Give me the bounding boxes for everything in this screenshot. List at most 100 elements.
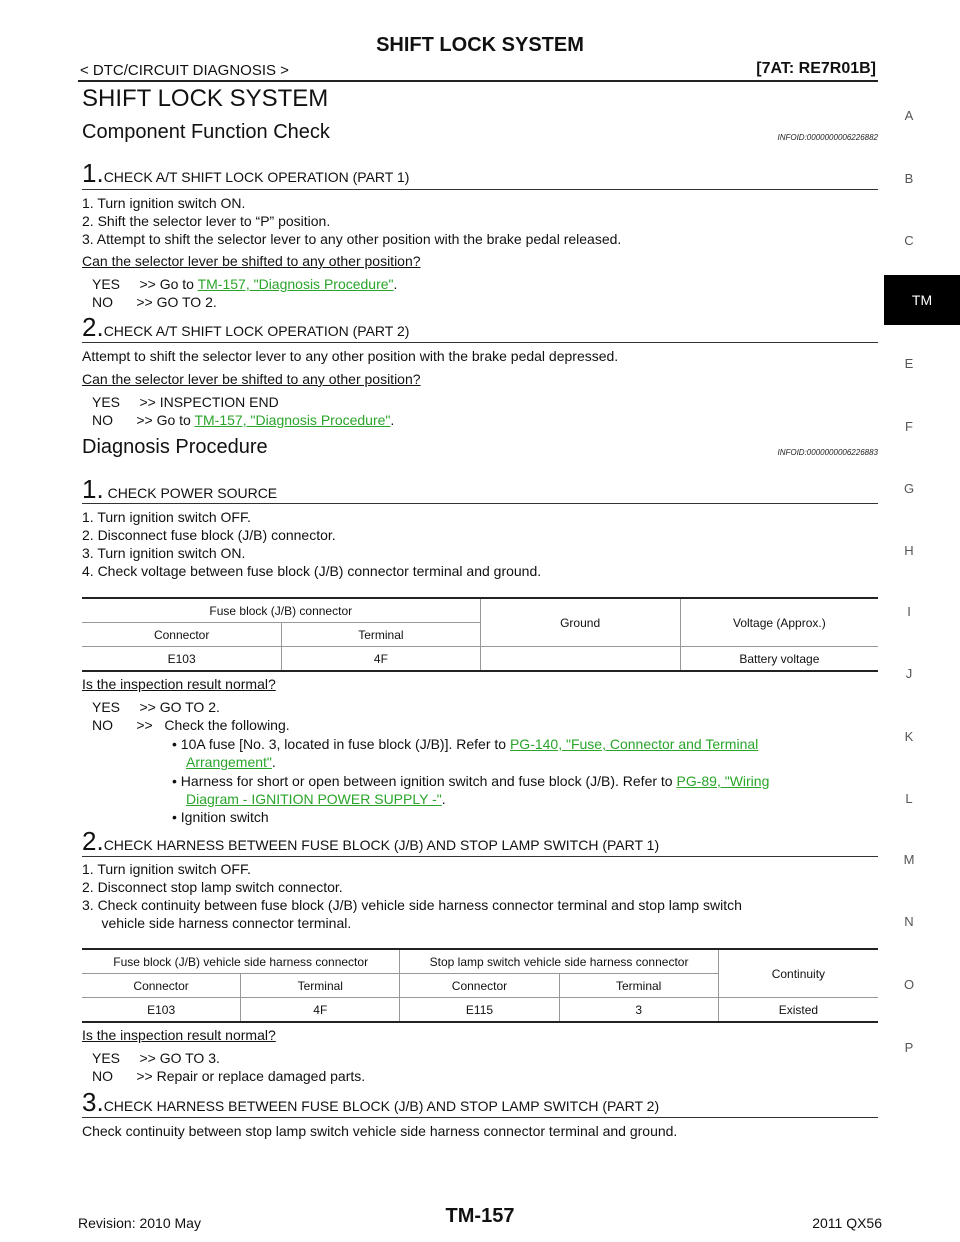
- dp-step1-bullet-1: • 10A fuse [No. 3, located in fuse block…: [172, 735, 878, 753]
- dp-step2-item-2: 2. Disconnect stop lamp switch connector…: [82, 879, 343, 895]
- side-tab-k[interactable]: K: [904, 729, 914, 744]
- dp-step1-bullet-2: • Harness for short or open between igni…: [172, 772, 878, 790]
- side-tab-l[interactable]: L: [905, 791, 913, 806]
- side-tab-j[interactable]: J: [905, 666, 913, 681]
- dp-heading: Diagnosis Procedure: [82, 436, 268, 458]
- dp-step2-rule: [82, 856, 878, 857]
- cfc-step1-no: NO >> GO TO 2.: [92, 294, 217, 310]
- cfc-step1-title: 1.CHECK A/T SHIFT LOCK OPERATION (PART 1…: [82, 158, 409, 189]
- pg-89-link[interactable]: PG-89, "Wiring: [676, 773, 770, 789]
- pg-140-link-cont[interactable]: Arrangement": [186, 754, 272, 770]
- td-connector: E103: [82, 646, 283, 671]
- td-ground-span: [479, 646, 681, 671]
- side-tab-o[interactable]: O: [903, 977, 915, 992]
- no-suffix: .: [390, 412, 395, 428]
- side-tab-tm-active[interactable]: TM: [884, 275, 960, 325]
- dp-step1-item-3: 3. Turn ignition switch ON.: [82, 545, 246, 561]
- dp-step2-title: 2.CHECK HARNESS BETWEEN FUSE BLOCK (J/B)…: [82, 826, 659, 857]
- dp-step3-title: 3.CHECK HARNESS BETWEEN FUSE BLOCK (J/B)…: [82, 1087, 659, 1118]
- th-fuse-block: Fuse block (J/B) vehicle side harness co…: [82, 949, 401, 974]
- side-tab-h[interactable]: H: [904, 543, 914, 558]
- td-continuity: Existed: [778, 1002, 819, 1017]
- dp-step2-item-3: 3. Check continuity between fuse block (…: [82, 897, 742, 913]
- th-voltage: Voltage (Approx.): [733, 615, 826, 630]
- cfc-step1-rule: [82, 189, 878, 190]
- side-tab-e[interactable]: E: [904, 356, 914, 371]
- th-ground: Ground: [479, 598, 681, 647]
- th-fuse-block: Fuse block (J/B) connector: [82, 598, 481, 623]
- dp-step1-no: NO >> Check the following.: [92, 717, 290, 733]
- side-tab-a[interactable]: A: [904, 108, 914, 123]
- step-number: 2.: [82, 826, 104, 856]
- step-title: CHECK HARNESS BETWEEN FUSE BLOCK (J/B) A…: [103, 837, 660, 853]
- dp-step2-no: NO >> Repair or replace damaged parts.: [92, 1068, 366, 1084]
- step-title: CHECK A/T SHIFT LOCK OPERATION (PART 2): [103, 323, 410, 339]
- dp-infoid: INFOID:0000000006226883: [777, 448, 878, 457]
- cfc-step1-question: Can the selector lever be shifted to any…: [82, 253, 421, 269]
- dp-step1-bullet-1-cont: Arrangement".: [186, 753, 276, 771]
- pg-140-link[interactable]: PG-140, "Fuse, Connector and Terminal: [509, 736, 759, 752]
- cfc-step2-text: Attempt to shift the selector lever to a…: [82, 348, 619, 364]
- dp-step1-rule: [82, 503, 878, 504]
- dp-step2-item-3-cont: vehicle side harness connector terminal.: [82, 915, 352, 931]
- td-voltage: Battery voltage: [680, 646, 878, 671]
- cfc-step1-item-1: 1. Turn ignition switch ON.: [82, 195, 246, 211]
- dp-step1-bullet-3: • Ignition switch: [172, 809, 269, 825]
- cfc-step2-yes: YES >> INSPECTION END: [92, 394, 279, 410]
- dp-step1-item-4: 4. Check voltage between fuse block (J/B…: [82, 563, 542, 579]
- no-text: NO >> Go to: [92, 412, 195, 428]
- yes-suffix: .: [393, 276, 398, 292]
- side-tab-b[interactable]: B: [904, 171, 914, 186]
- bullet-text: • 10A fuse [No. 3, located in fuse block…: [172, 736, 510, 752]
- step-title: CHECK A/T SHIFT LOCK OPERATION (PART 1): [103, 169, 410, 185]
- voltage-table: Fuse block (J/B) connector Ground Voltag…: [82, 597, 878, 672]
- footer-model: 2011 QX56: [812, 1215, 882, 1231]
- continuity-table: Fuse block (J/B) vehicle side harness co…: [82, 948, 878, 1023]
- td-terminal-1: 4F: [240, 997, 401, 1022]
- side-tab-p[interactable]: P: [904, 1040, 914, 1055]
- diagnosis-procedure-link[interactable]: TM-157, "Diagnosis Procedure": [197, 276, 394, 292]
- th-connector: Connector: [399, 973, 560, 998]
- header-title: SHIFT LOCK SYSTEM: [376, 34, 584, 56]
- td-connector-1: E103: [82, 997, 242, 1022]
- cfc-step2-no: NO >> Go to TM-157, "Diagnosis Procedure…: [92, 411, 394, 429]
- th-terminal: Terminal: [358, 627, 404, 642]
- th-connector: Connector: [82, 973, 242, 998]
- dp-step1-item-2: 2. Disconnect fuse block (J/B) connector…: [82, 527, 336, 543]
- dp-step2-item-1: 1. Turn ignition switch OFF.: [82, 861, 251, 877]
- side-tab-i[interactable]: I: [907, 604, 911, 619]
- step-number: 1.: [82, 474, 104, 504]
- cfc-step1-yes: YES >> Go to TM-157, "Diagnosis Procedur…: [92, 275, 397, 293]
- td-terminal: 4F: [373, 651, 388, 666]
- cfc-step1-item-3: 3. Attempt to shift the selector lever t…: [82, 231, 622, 247]
- cfc-step2-rule: [82, 342, 878, 343]
- side-tab-f[interactable]: F: [905, 419, 913, 434]
- step-number: 2.: [82, 312, 104, 342]
- bullet-suffix: .: [441, 791, 446, 807]
- footer-revision: Revision: 2010 May: [78, 1215, 201, 1231]
- cfc-step2-title: 2.CHECK A/T SHIFT LOCK OPERATION (PART 2…: [82, 312, 409, 343]
- td-connector-2: E115: [399, 997, 560, 1022]
- step-number: 3.: [82, 1087, 104, 1117]
- dp-step3-rule: [82, 1117, 878, 1118]
- header-section: < DTC/CIRCUIT DIAGNOSIS >: [80, 62, 289, 79]
- dp-step1-question: Is the inspection result normal?: [82, 676, 276, 692]
- side-tab-m[interactable]: M: [903, 852, 915, 867]
- header-rule: [78, 80, 878, 82]
- cfc-step1-item-2: 2. Shift the selector lever to “P” posit…: [82, 213, 331, 229]
- th-connector: Connector: [82, 622, 283, 647]
- diagnosis-procedure-link[interactable]: TM-157, "Diagnosis Procedure": [194, 412, 391, 428]
- th-terminal: Terminal: [615, 978, 662, 993]
- td-terminal-2: 3: [559, 997, 719, 1022]
- dp-step1-item-1: 1. Turn ignition switch OFF.: [82, 509, 251, 525]
- page-number: TM-157: [445, 1205, 515, 1227]
- pg-89-link-cont[interactable]: Diagram - IGNITION POWER SUPPLY -": [186, 791, 442, 807]
- dp-step2-yes: YES >> GO TO 3.: [92, 1050, 220, 1066]
- yes-text: YES >> Go to: [92, 276, 198, 292]
- cfc-step2-question: Can the selector lever be shifted to any…: [82, 371, 421, 387]
- side-tab-n[interactable]: N: [904, 914, 914, 929]
- bullet-suffix: .: [271, 754, 276, 770]
- side-tab-c[interactable]: C: [904, 233, 914, 248]
- side-tab-g[interactable]: G: [903, 481, 915, 496]
- dp-step1-yes: YES >> GO TO 2.: [92, 699, 220, 715]
